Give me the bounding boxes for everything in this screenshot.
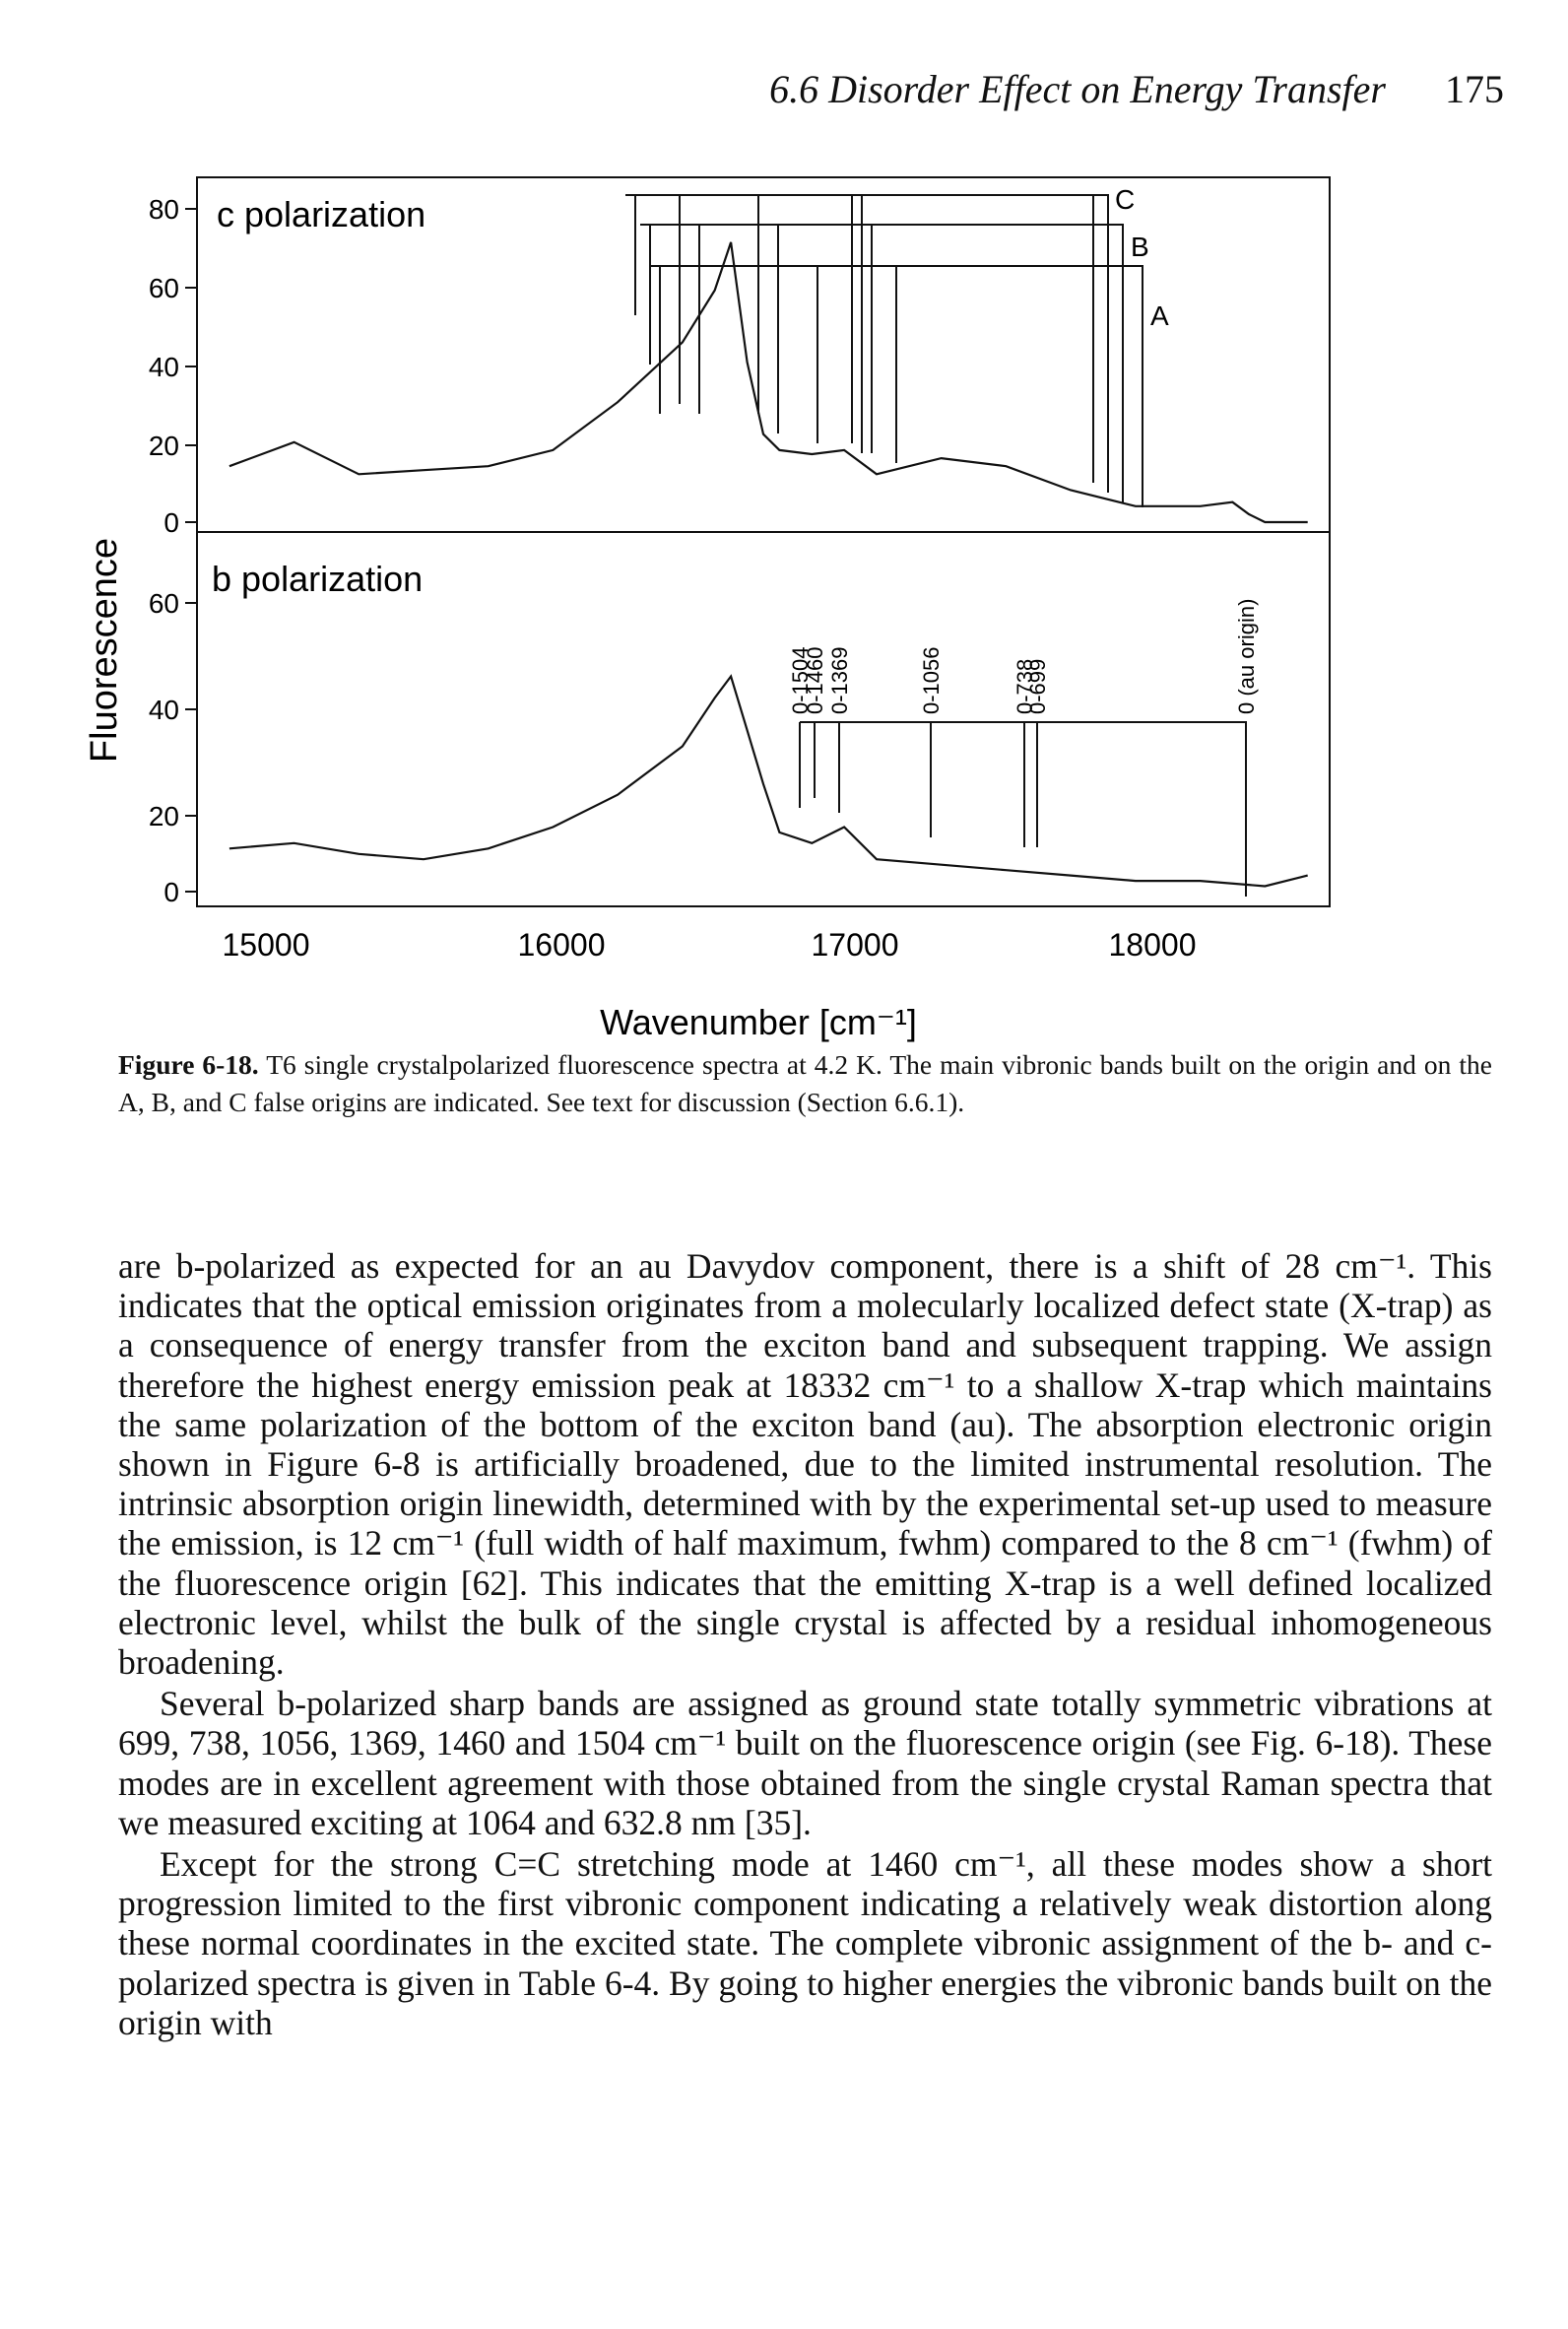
y-ticks-b: 60 40 20 0 xyxy=(149,588,179,907)
fluorescence-chart: c polarization b polarization Fluorescen… xyxy=(84,176,1331,1042)
x-ticks: 15000 16000 17000 18000 xyxy=(223,927,1197,963)
paragraph-2: Several b-polarized sharp bands are assi… xyxy=(118,1684,1492,1842)
false-origin-labels: C B A xyxy=(1115,184,1169,331)
paragraph-1: are b-polarized as expected for an au Da… xyxy=(118,1246,1492,1683)
panel-frame-b xyxy=(196,531,1331,907)
x-tick-18000: 18000 xyxy=(1109,927,1197,963)
running-header: 6.6 Disorder Effect on Energy Transfer 1… xyxy=(751,61,1504,116)
y-tick-b-40: 40 xyxy=(149,695,179,725)
caption-text: T6 single crystalpolarized fluorescence … xyxy=(118,1049,1492,1117)
false-origin-c-marker xyxy=(625,194,1109,227)
vibronic-bracket xyxy=(800,721,1247,897)
vibronic-label-738: 0-738 xyxy=(1013,659,1037,714)
y-ticks-c: 80 60 40 20 0 xyxy=(149,194,179,538)
false-origin-label-b: B xyxy=(1131,232,1149,262)
vibronic-label-1504: 0-1504 xyxy=(788,646,813,714)
false-origin-label-a: A xyxy=(1150,300,1169,331)
vibronic-label-1056: 0-1056 xyxy=(919,646,944,714)
y-tick-marks-b xyxy=(185,602,197,893)
y-tick-b-60: 60 xyxy=(149,588,179,619)
y-tick-b-20: 20 xyxy=(149,801,179,832)
vibronic-label-origin: 0 (au origin) xyxy=(1234,599,1259,714)
paragraph-3: Except for the strong C=C stretching mod… xyxy=(118,1844,1492,2042)
y-tick-c-20: 20 xyxy=(149,431,179,461)
panel-label-c: c polarization xyxy=(217,194,425,234)
x-tick-15000: 15000 xyxy=(223,927,310,963)
figure-caption: Figure 6-18. T6 single crystalpolarized … xyxy=(118,1046,1492,1121)
false-origin-label-c: C xyxy=(1115,184,1135,215)
false-origin-b-marker xyxy=(640,224,1124,256)
y-tick-marks-c xyxy=(185,208,197,523)
caption-label: Figure 6-18. xyxy=(118,1049,259,1080)
y-tick-c-0: 0 xyxy=(163,507,179,538)
running-title: 6.6 Disorder Effect on Energy Transfer xyxy=(769,66,1386,111)
figure-6-18: c polarization b polarization Fluorescen… xyxy=(69,167,1349,1054)
y-tick-b-0: 0 xyxy=(163,877,179,907)
page-number: 175 xyxy=(1445,66,1504,111)
y-axis-label: Fluorescence xyxy=(84,538,125,763)
vibronic-markers-b xyxy=(799,721,1247,897)
series-line-b-polarization xyxy=(229,674,1308,888)
x-tick-16000: 16000 xyxy=(518,927,606,963)
vibronic-label-1369: 0-1369 xyxy=(827,646,852,714)
panel-label-b: b polarization xyxy=(212,559,423,599)
y-tick-c-60: 60 xyxy=(149,273,179,303)
x-axis-label: Wavenumber [cm⁻¹] xyxy=(600,1002,917,1042)
y-tick-c-40: 40 xyxy=(149,352,179,382)
vibronic-label-1460: 0-1460 xyxy=(803,646,827,714)
x-tick-17000: 17000 xyxy=(812,927,899,963)
y-tick-c-80: 80 xyxy=(149,194,179,225)
body-text: are b-polarized as expected for an au Da… xyxy=(118,1246,1492,2042)
vibronic-label-699: 0-699 xyxy=(1025,659,1050,714)
series-line-c-polarization xyxy=(229,241,1308,524)
vibronic-labels-b: 0-1504 0-1460 0-1369 0-1056 0-738 0-699 … xyxy=(788,599,1259,714)
false-origin-markers-c xyxy=(625,194,1143,507)
